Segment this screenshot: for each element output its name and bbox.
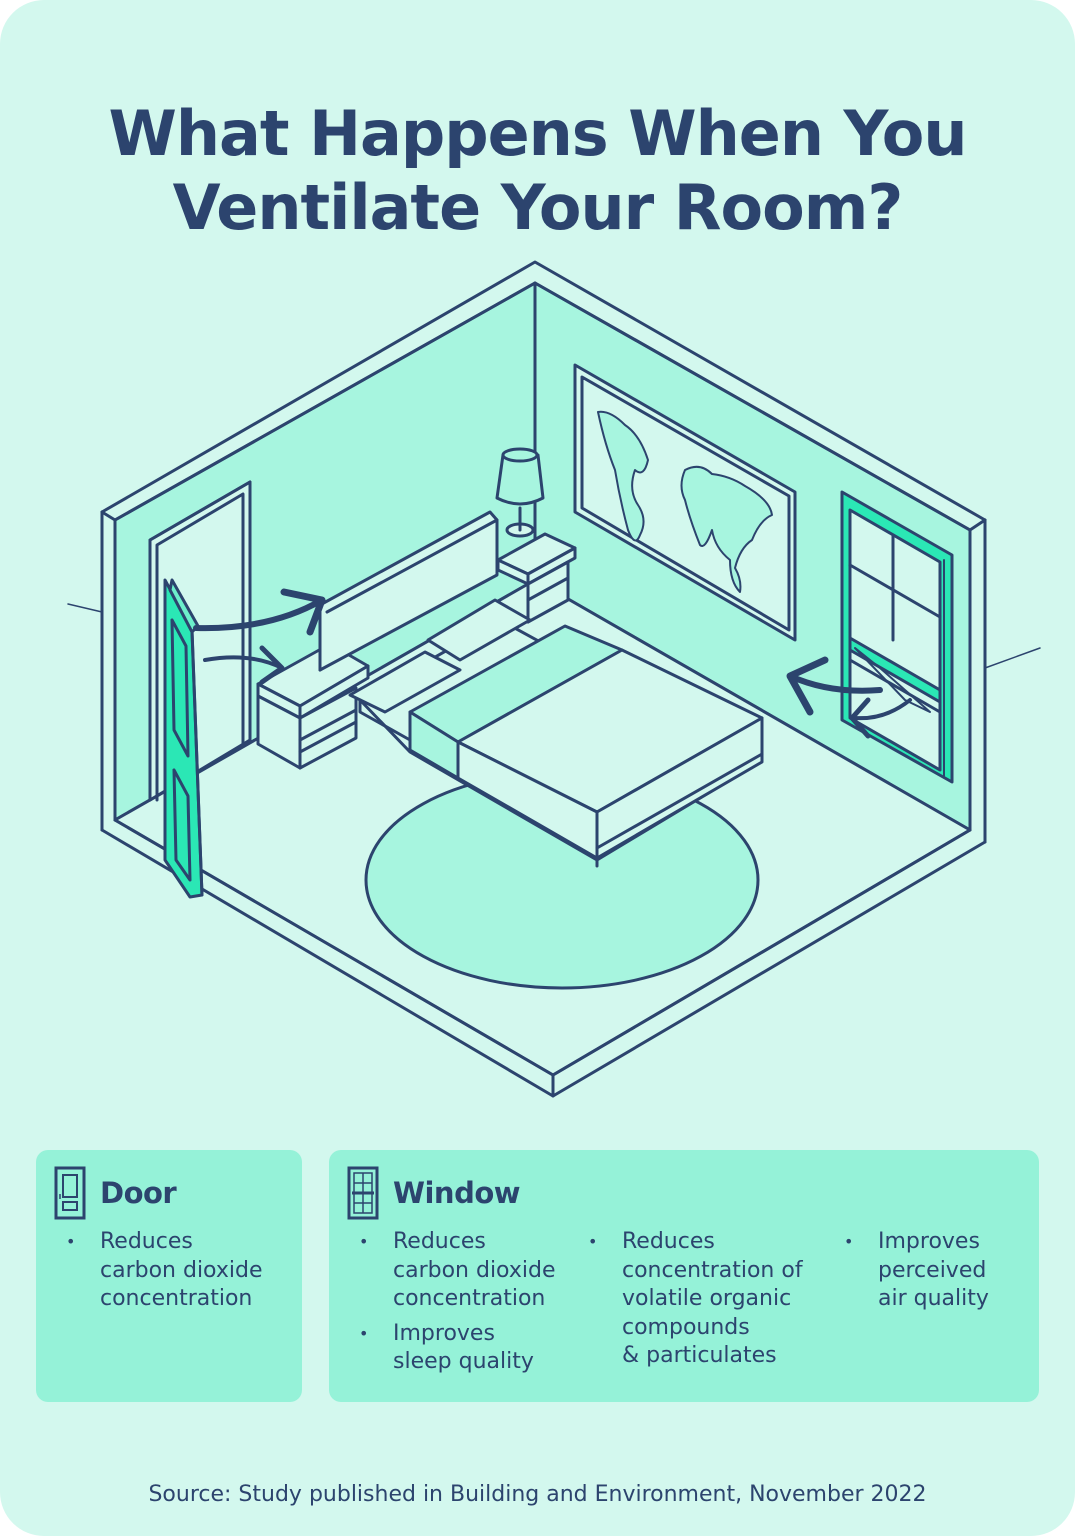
door-panel-title: Door	[100, 1176, 177, 1210]
window-benefits-column-3: Improves perceived air quality	[844, 1228, 1034, 1320]
title-line-2: Ventilate Your Room?	[172, 170, 904, 244]
door-panel-header: Door	[54, 1166, 177, 1220]
window-open	[840, 490, 954, 784]
door-icon	[54, 1166, 86, 1220]
window-benefits-column-1: Reduces carbon dioxide concentration Imp…	[359, 1228, 579, 1383]
window-panel-header: Window	[347, 1166, 521, 1220]
world-map-poster	[573, 363, 797, 642]
door-benefits-list: Reduces carbon dioxide concentration	[66, 1228, 296, 1320]
nightstand-left	[256, 642, 370, 770]
nightstand-right	[496, 532, 577, 624]
list-item: Reduces carbon dioxide concentration	[66, 1228, 296, 1314]
window-benefits-column-2: Reduces concentration of volatile organi…	[588, 1228, 828, 1377]
door-panel: Door Reduces carbon dioxide concentratio…	[36, 1150, 302, 1402]
source-citation: Source: Study published in Building and …	[148, 1482, 927, 1507]
window-icon	[347, 1166, 379, 1220]
list-item: Improves perceived air quality	[844, 1228, 1034, 1314]
bed	[348, 598, 764, 868]
list-item: Reduces carbon dioxide concentration	[359, 1228, 579, 1314]
title-line-1: What Happens When You	[108, 96, 968, 170]
door-open	[163, 578, 204, 899]
headboard	[318, 510, 499, 672]
list-item: Reduces concentration of volatile organi…	[588, 1228, 828, 1371]
room-illustration	[67, 260, 1041, 1098]
list-item: Improves sleep quality	[359, 1320, 579, 1377]
page-title: What Happens When You Ventilate Your Roo…	[0, 97, 1075, 245]
window-panel-title: Window	[393, 1176, 521, 1210]
window-panel: Window Reduces carbon dioxide concentrat…	[329, 1150, 1039, 1402]
airflow-arrows	[193, 588, 912, 739]
table-lamp	[495, 447, 545, 538]
